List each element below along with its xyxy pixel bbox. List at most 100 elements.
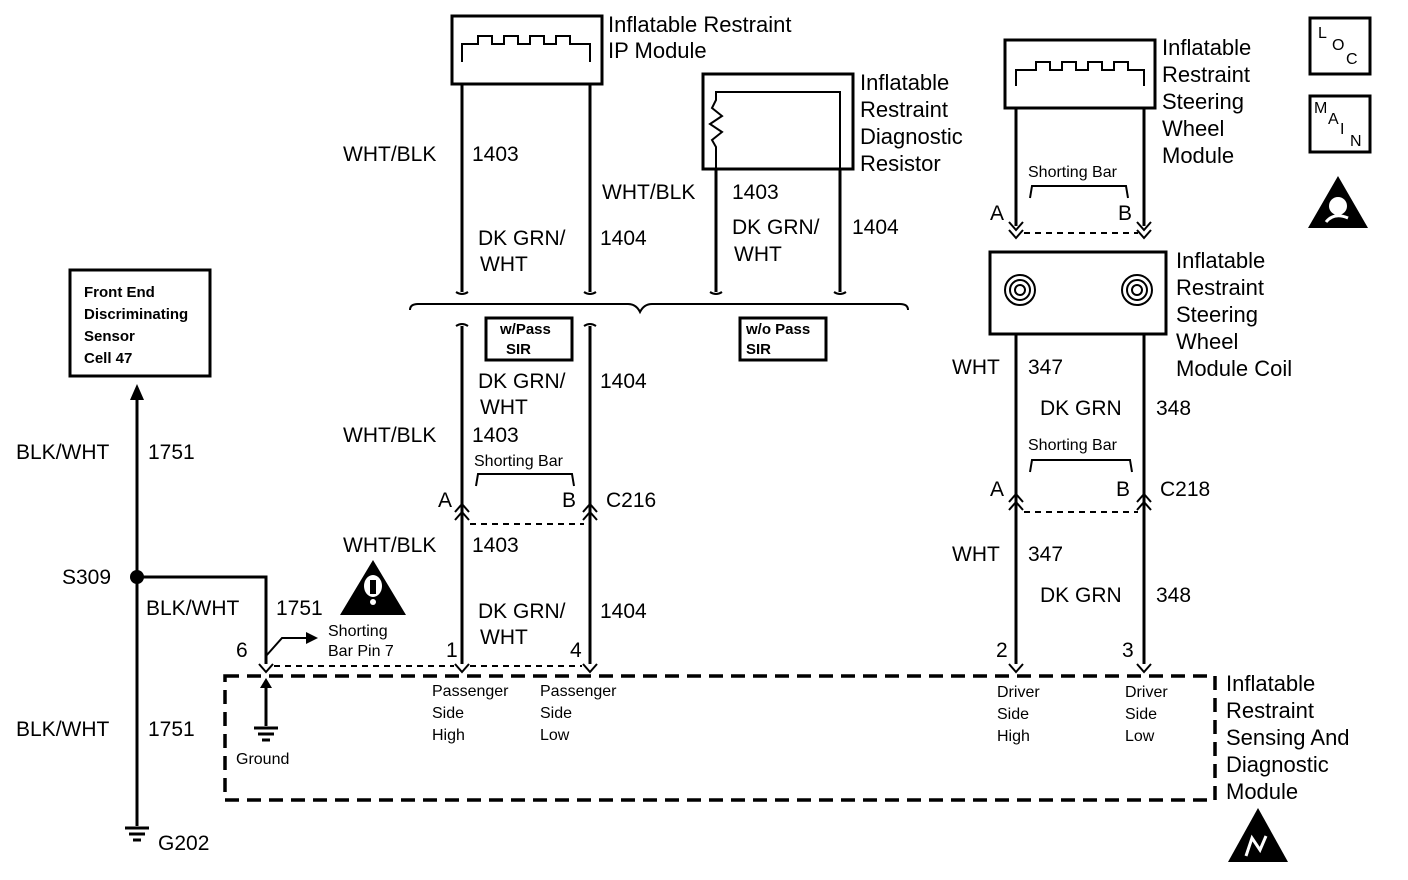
c216-pin-b: B bbox=[562, 489, 576, 512]
coil-label-3: Steering bbox=[1176, 302, 1258, 327]
front-end-sensor[interactable]: Front End Discriminating Sensor Cell 47 bbox=[68, 268, 212, 378]
ip-wire-1404-color-1: DK GRN/ bbox=[478, 227, 566, 250]
pass-low-1: Passenger bbox=[540, 683, 617, 700]
drv-upper-347-color: WHT bbox=[952, 356, 1000, 379]
svg-text:Sensor: Sensor bbox=[84, 328, 135, 345]
resistor-label-2: Restraint bbox=[860, 97, 948, 122]
svg-text:C: C bbox=[1346, 51, 1358, 68]
drv-lower-348-circuit: 348 bbox=[1156, 584, 1191, 607]
drv-high-3: High bbox=[997, 728, 1030, 745]
ip-module-label-2: IP Module bbox=[608, 38, 707, 63]
main-symbol[interactable]: M A I N bbox=[1308, 94, 1372, 154]
pass-low-3: Low bbox=[540, 727, 570, 744]
res-wire-1403-circuit: 1403 bbox=[732, 181, 779, 204]
steering-module-label-4: Wheel bbox=[1162, 116, 1224, 141]
ip-wire-1403-color: WHT/BLK bbox=[343, 143, 436, 166]
sdm-internal-ground: Ground bbox=[236, 678, 289, 768]
svg-text:Shorting Bar: Shorting Bar bbox=[1028, 437, 1118, 454]
pass-lower-1403-circuit: 1403 bbox=[472, 534, 519, 557]
pass-lower-1403-color: WHT/BLK bbox=[343, 534, 436, 557]
svg-text:w/o Pass: w/o Pass bbox=[745, 321, 810, 338]
svg-text:M: M bbox=[1314, 100, 1327, 117]
resistor-label-4: Resistor bbox=[860, 151, 941, 176]
drv-high-1: Driver bbox=[997, 684, 1040, 701]
ip-wire-1404-circuit: 1404 bbox=[600, 227, 647, 250]
sdm-pin-4: 4 bbox=[570, 639, 582, 662]
coil-label-1: Inflatable bbox=[1176, 248, 1265, 273]
svg-text:Module: Module bbox=[1226, 779, 1298, 804]
pass-high-3: High bbox=[432, 727, 465, 744]
s309-label: S309 bbox=[62, 566, 111, 589]
connector-c218[interactable]: Shorting Bar A B C218 bbox=[990, 437, 1210, 513]
svg-text:O: O bbox=[1332, 37, 1344, 54]
svg-text:Discriminating: Discriminating bbox=[84, 306, 188, 323]
steering-upper-connector[interactable]: Shorting Bar A B bbox=[990, 164, 1152, 240]
pass-high-2: Side bbox=[432, 705, 464, 722]
blk-wht-upper-circuit: 1751 bbox=[148, 441, 195, 464]
c216-label: C216 bbox=[606, 489, 656, 512]
pass-lower-1404-color-2: WHT bbox=[480, 626, 528, 649]
diagnostic-resistor[interactable]: Inflatable Restraint Diagnostic Resistor bbox=[701, 70, 963, 292]
svg-text:L: L bbox=[1318, 25, 1327, 42]
pass-high-1: Passenger bbox=[432, 683, 509, 700]
svg-text:B: B bbox=[1116, 478, 1130, 501]
steering-module-label-1: Inflatable bbox=[1162, 35, 1251, 60]
steering-wheel-module[interactable]: Inflatable Restraint Steering Wheel Modu… bbox=[1003, 35, 1251, 168]
with-pass-sir-box: w/Pass SIR bbox=[484, 316, 574, 362]
esd-icon bbox=[1228, 808, 1288, 862]
coil-label-5: Module Coil bbox=[1176, 356, 1292, 381]
pass-lower-1404-circuit: 1404 bbox=[600, 600, 647, 623]
pass-lower-1404-color-1: DK GRN/ bbox=[478, 600, 566, 623]
without-pass-sir-box: w/o Pass SIR bbox=[738, 316, 828, 362]
resistor-label-3: Diagnostic bbox=[860, 124, 963, 149]
c216-pin-a: A bbox=[438, 489, 452, 512]
svg-text:Inflatable: Inflatable bbox=[1226, 671, 1315, 696]
steering-module-label-2: Restraint bbox=[1162, 62, 1250, 87]
steering-wheel-coil[interactable]: Inflatable Restraint Steering Wheel Modu… bbox=[988, 248, 1292, 381]
ip-wire-1404-color-2: WHT bbox=[480, 253, 528, 276]
airbag-warning-icon bbox=[1308, 176, 1368, 228]
drv-upper-347-circuit: 347 bbox=[1028, 356, 1063, 379]
drv-upper-348-circuit: 348 bbox=[1156, 397, 1191, 420]
svg-text:I: I bbox=[1340, 121, 1344, 138]
pass-upper-1403-circuit: 1403 bbox=[472, 424, 519, 447]
blk-wht-mid-color: BLK/WHT bbox=[146, 597, 240, 620]
ip-module-label-1: Inflatable Restraint bbox=[608, 12, 791, 37]
coil-label-4: Wheel bbox=[1176, 329, 1238, 354]
sdm-pin-6: 6 bbox=[236, 639, 248, 662]
drv-lower-347-color: WHT bbox=[952, 543, 1000, 566]
ip-module[interactable]: Inflatable Restraint IP Module bbox=[450, 12, 791, 86]
shorting-bar-pin7-2: Bar Pin 7 bbox=[328, 643, 394, 660]
drv-low-3: Low bbox=[1125, 728, 1155, 745]
resistor-label-1: Inflatable bbox=[860, 70, 949, 95]
svg-text:Shorting Bar: Shorting Bar bbox=[1028, 164, 1118, 181]
sensing-diagnostic-module[interactable]: Inflatable Restraint Sensing And Diagnos… bbox=[223, 671, 1350, 804]
blk-wht-lower-circuit: 1751 bbox=[148, 718, 195, 741]
res-wire-1404-circuit: 1404 bbox=[852, 216, 899, 239]
g202-label: G202 bbox=[158, 832, 209, 855]
steering-module-label-3: Steering bbox=[1162, 89, 1244, 114]
svg-text:Front End: Front End bbox=[84, 284, 155, 301]
svg-text:Cell 47: Cell 47 bbox=[84, 350, 132, 367]
pass-upper-1403-color: WHT/BLK bbox=[343, 424, 436, 447]
blk-wht-lower-color: BLK/WHT bbox=[16, 718, 110, 741]
pass-upper-1404-color-2: WHT bbox=[480, 396, 528, 419]
blk-wht-upper-color: BLK/WHT bbox=[16, 441, 110, 464]
ground-g202[interactable]: G202 bbox=[125, 826, 209, 855]
svg-text:Restraint: Restraint bbox=[1226, 698, 1314, 723]
loc-symbol[interactable]: L O C bbox=[1308, 16, 1372, 76]
connector-c216[interactable]: Shorting Bar A B C216 bbox=[438, 453, 656, 525]
coil-label-2: Restraint bbox=[1176, 275, 1264, 300]
blk-wht-mid-circuit: 1751 bbox=[276, 597, 323, 620]
svg-text:A: A bbox=[990, 478, 1004, 501]
sdm-pin-3: 3 bbox=[1122, 639, 1134, 662]
pass-low-2: Side bbox=[540, 705, 572, 722]
pass-upper-1404-color-1: DK GRN/ bbox=[478, 370, 566, 393]
svg-text:SIR: SIR bbox=[506, 341, 531, 358]
svg-text:Sensing And: Sensing And bbox=[1226, 725, 1350, 750]
svg-text:A: A bbox=[990, 202, 1004, 225]
shorting-bar-pin7-1: Shorting bbox=[328, 623, 388, 640]
res-wire-1404-color-2: WHT bbox=[734, 243, 782, 266]
ip-wire-1403-circuit: 1403 bbox=[472, 143, 519, 166]
